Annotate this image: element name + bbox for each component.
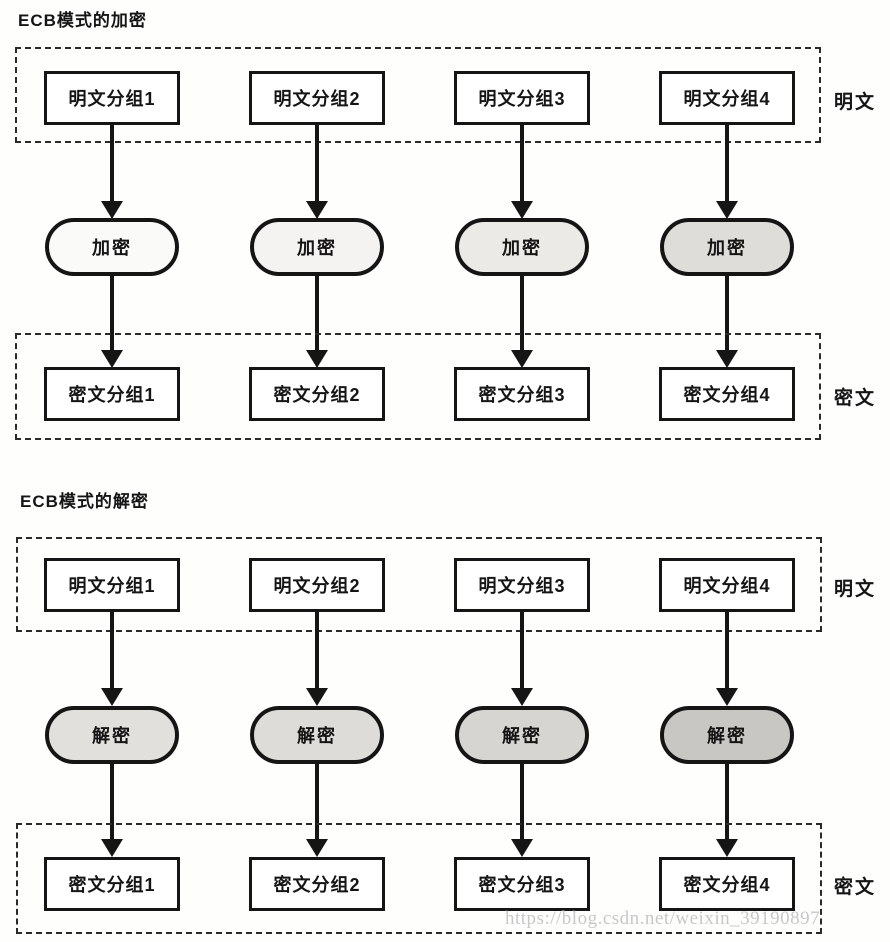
arrow-down-line [725,125,729,205]
encryption-process-row: 加密 加密 加密 加密 [45,218,794,276]
encryption-plaintext-blocks-row: 明文分组1 明文分组2 明文分组3 明文分组4 [44,71,795,125]
arrow-down-line [725,276,729,352]
arrow-down-line [315,276,319,352]
arrow-down-head [101,350,123,368]
arrow-down-line [520,764,524,841]
arrow-down-head [306,688,328,706]
encrypt-node-3: 加密 [455,218,589,276]
plaintext-block-1: 明文分组1 [44,71,180,125]
arrow-down-head [716,201,738,219]
decrypt-node-4: 解密 [660,706,794,764]
plaintext-block-3: 明文分组3 [454,558,590,612]
arrow-down-line [725,612,729,690]
arrow-down-line [110,125,114,205]
arrow-down-head [306,350,328,368]
decrypt-node-3: 解密 [455,706,589,764]
ciphertext-block-2: 密文分组2 [249,857,385,911]
plaintext-block-2: 明文分组2 [249,558,385,612]
decrypt-node-1: 解密 [45,706,179,764]
csdn-watermark: https://blog.csdn.net/weixin_39190897 [505,908,821,929]
arrow-down-head [716,839,738,857]
arrow-down-line [520,612,524,690]
decryption-ciphertext-blocks-row: 密文分组1 密文分组2 密文分组3 密文分组4 [44,857,795,911]
plaintext-block-4: 明文分组4 [659,558,795,612]
encryption-diagram-title: ECB模式的加密 [18,11,147,30]
arrow-down-head [101,688,123,706]
arrow-down-line [110,276,114,352]
arrow-down-line [725,764,729,841]
decryption-plaintext-side-label: 明文 [834,579,877,600]
arrow-down-head [511,350,533,368]
plaintext-block-2: 明文分组2 [249,71,385,125]
ciphertext-block-1: 密文分组1 [44,367,180,421]
decryption-process-row: 解密 解密 解密 解密 [45,706,794,764]
decryption-plaintext-group-border [16,537,822,632]
arrow-down-line [110,612,114,690]
arrow-down-head [716,688,738,706]
arrow-down-line [520,125,524,205]
arrow-down-head [511,201,533,219]
encrypt-node-2: 加密 [250,218,384,276]
plaintext-block-1: 明文分组1 [44,558,180,612]
ciphertext-block-2: 密文分组2 [249,367,385,421]
arrow-down-line [110,764,114,841]
encrypt-node-4: 加密 [660,218,794,276]
arrow-down-head [101,201,123,219]
decryption-ciphertext-group-border [16,823,822,934]
encrypt-node-1: 加密 [45,218,179,276]
arrow-down-head [306,839,328,857]
arrow-down-line [315,125,319,205]
decryption-ciphertext-side-label: 密文 [834,877,877,898]
decrypt-node-2: 解密 [250,706,384,764]
plaintext-block-3: 明文分组3 [454,71,590,125]
arrow-down-line [315,612,319,690]
encryption-ciphertext-group-border [15,333,821,440]
arrow-down-head [511,839,533,857]
ciphertext-block-3: 密文分组3 [454,857,590,911]
ciphertext-block-4: 密文分组4 [659,367,795,421]
encryption-plaintext-group-border [15,47,821,143]
plaintext-block-4: 明文分组4 [659,71,795,125]
decryption-plaintext-blocks-row: 明文分组1 明文分组2 明文分组3 明文分组4 [44,558,795,612]
arrow-down-head [101,839,123,857]
ciphertext-block-4: 密文分组4 [659,857,795,911]
decryption-diagram-title: ECB模式的解密 [20,492,149,511]
arrow-down-line [315,764,319,841]
ciphertext-block-3: 密文分组3 [454,367,590,421]
arrow-down-head [306,201,328,219]
arrow-down-line [520,276,524,352]
ciphertext-block-1: 密文分组1 [44,857,180,911]
arrow-down-head [511,688,533,706]
arrow-down-head [716,350,738,368]
encryption-plaintext-side-label: 明文 [834,92,877,113]
encryption-ciphertext-blocks-row: 密文分组1 密文分组2 密文分组3 密文分组4 [44,367,795,421]
encryption-ciphertext-side-label: 密文 [834,388,877,409]
